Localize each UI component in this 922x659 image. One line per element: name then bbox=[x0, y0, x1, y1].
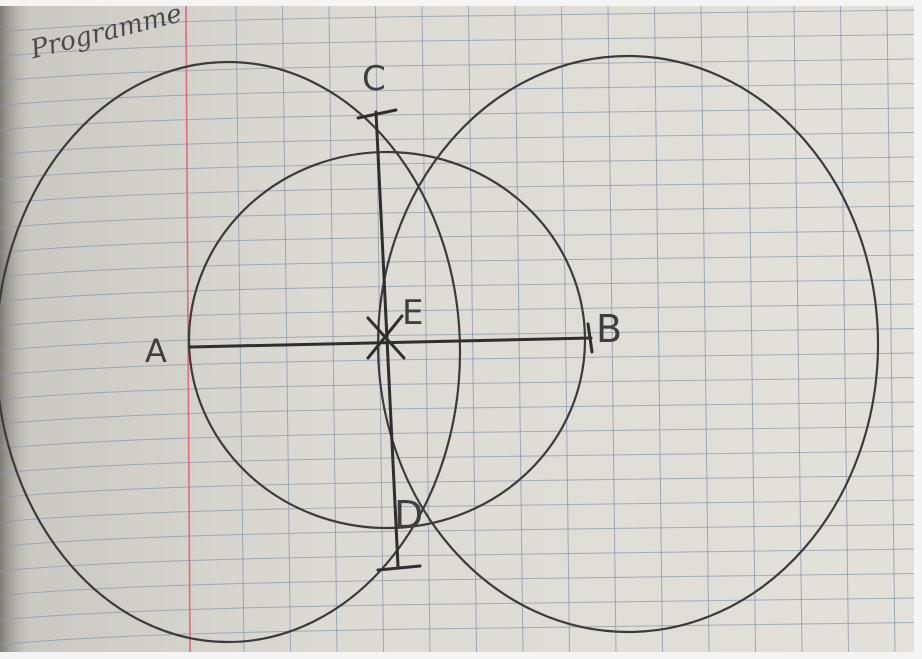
ruled-line bbox=[0, 499, 915, 523]
grid-column-line bbox=[793, 5, 803, 653]
ruled-line bbox=[0, 622, 915, 645]
ruled-line bbox=[0, 34, 915, 57]
ruled-line bbox=[0, 450, 915, 474]
ruled-line bbox=[0, 107, 915, 131]
margin-line bbox=[185, 5, 191, 653]
page-fold-shadow bbox=[0, 0, 34, 659]
grid-column-line bbox=[607, 5, 617, 653]
ruled-line bbox=[0, 475, 915, 498]
bottom-border bbox=[0, 652, 922, 659]
ruled-line bbox=[0, 58, 915, 82]
ruled-line bbox=[0, 181, 915, 204]
tick-c bbox=[356, 108, 398, 120]
ruled-line bbox=[0, 597, 915, 621]
top-border bbox=[0, 0, 922, 6]
grid-column-line bbox=[328, 5, 338, 653]
circle-diameter-ab bbox=[187, 150, 587, 530]
ruled-line bbox=[0, 254, 915, 278]
ruled-line bbox=[0, 377, 915, 400]
grid-column-line bbox=[747, 5, 756, 653]
ruled-line bbox=[0, 83, 915, 106]
tick-d bbox=[376, 564, 422, 572]
tick-b bbox=[586, 322, 594, 354]
ruled-line bbox=[0, 205, 915, 229]
ruled-line bbox=[0, 279, 915, 302]
grid-column-line bbox=[561, 5, 570, 653]
ruled-line bbox=[0, 573, 915, 596]
ruled-line bbox=[0, 132, 915, 155]
ruled-line bbox=[0, 9, 915, 33]
grid-column-line bbox=[235, 5, 245, 653]
ruled-line bbox=[0, 230, 915, 253]
grid-column-line bbox=[514, 5, 524, 653]
right-border bbox=[914, 0, 922, 659]
ruled-line bbox=[0, 548, 915, 572]
ruled-line bbox=[0, 303, 915, 327]
grid-column-line bbox=[282, 5, 291, 653]
ruled-line bbox=[0, 401, 915, 425]
grid-column-line bbox=[421, 5, 431, 653]
grid-column-line bbox=[886, 5, 896, 653]
grid-column-line bbox=[654, 5, 663, 653]
tick-e-2 bbox=[366, 314, 404, 360]
grid-column-line bbox=[700, 5, 710, 653]
grid-column-line bbox=[468, 5, 477, 653]
ruled-line bbox=[0, 524, 915, 547]
ruled-line bbox=[0, 426, 915, 449]
circle-around-a bbox=[0, 60, 462, 644]
grid-column-line bbox=[840, 5, 849, 653]
